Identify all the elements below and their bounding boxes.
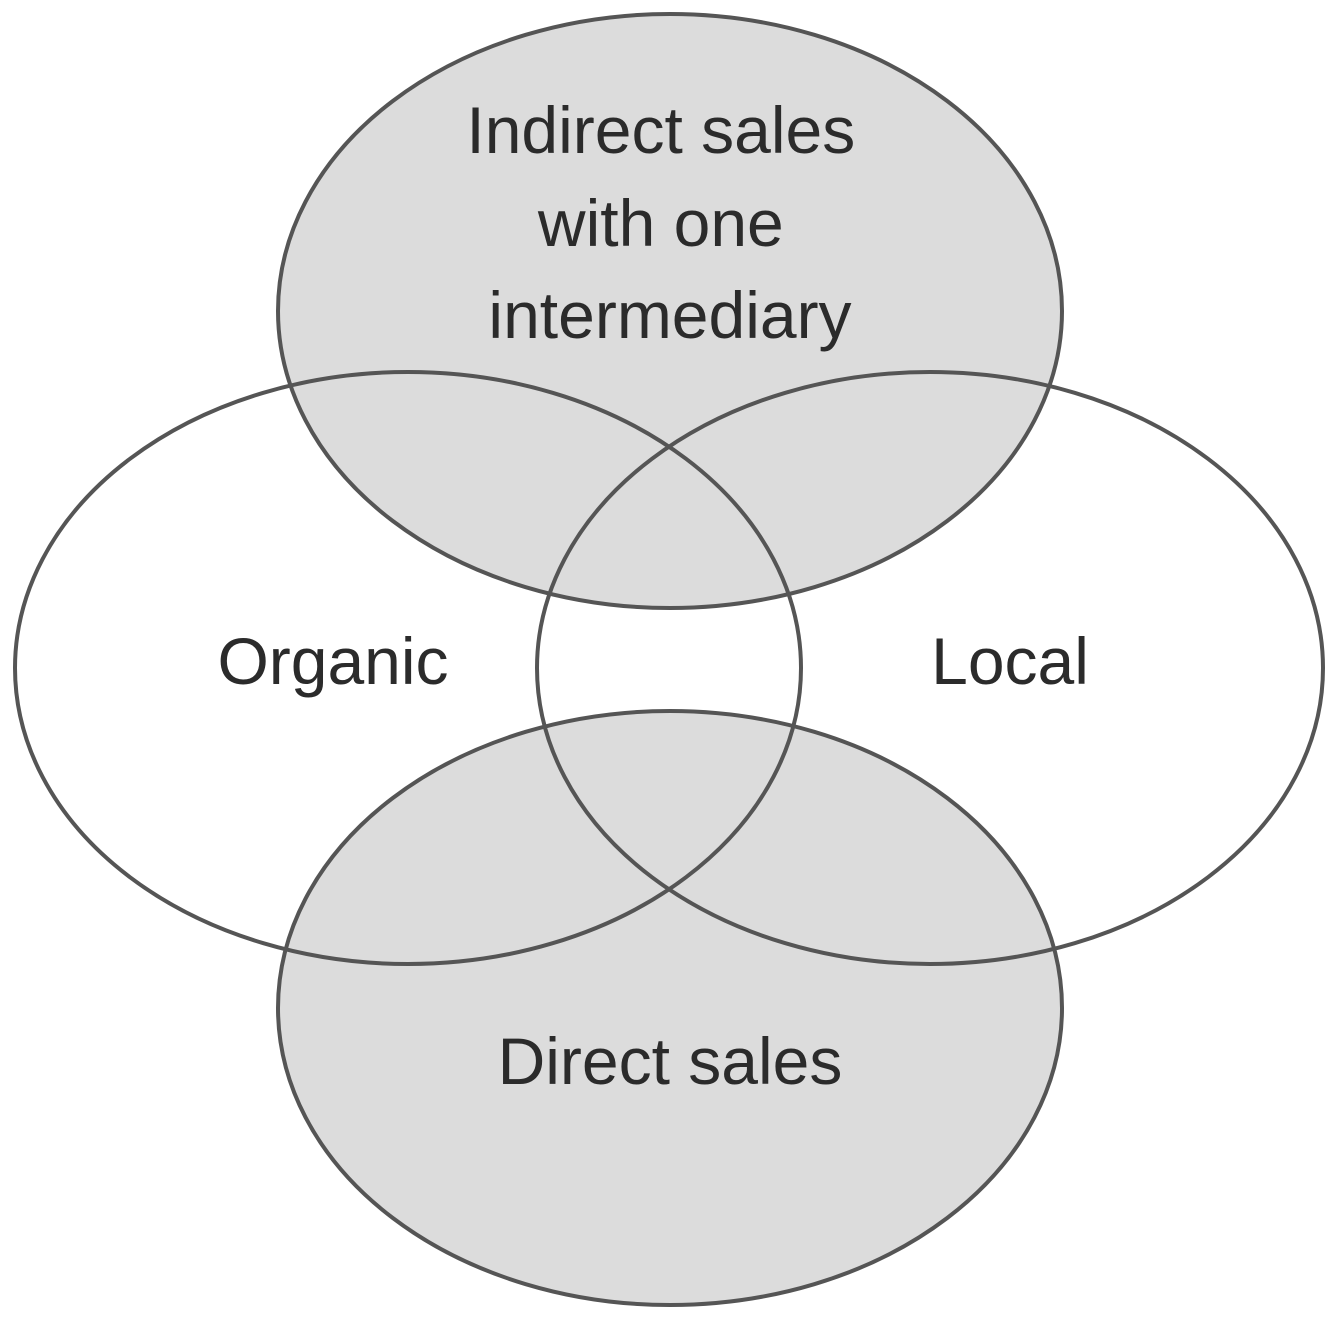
local-label: Local <box>931 624 1089 698</box>
indirect-sales-outline <box>276 12 1064 610</box>
indirect-sales-label: Indirect sales with one intermediary <box>466 93 873 352</box>
direct-sales-label: Direct sales <box>498 1024 843 1098</box>
direct-sales-outline <box>276 709 1064 1307</box>
indirect-sales-region <box>278 14 1062 608</box>
indirect-sales-label-line-3: intermediary <box>488 278 851 352</box>
organic-label: Organic <box>217 624 448 698</box>
direct-sales-region <box>278 711 1062 1305</box>
indirect-sales-label-line-1: Indirect sales <box>466 93 855 167</box>
local-outline <box>535 370 1325 966</box>
indirect-sales-label-line-2: with one <box>537 186 784 260</box>
organic-outline <box>13 370 803 966</box>
